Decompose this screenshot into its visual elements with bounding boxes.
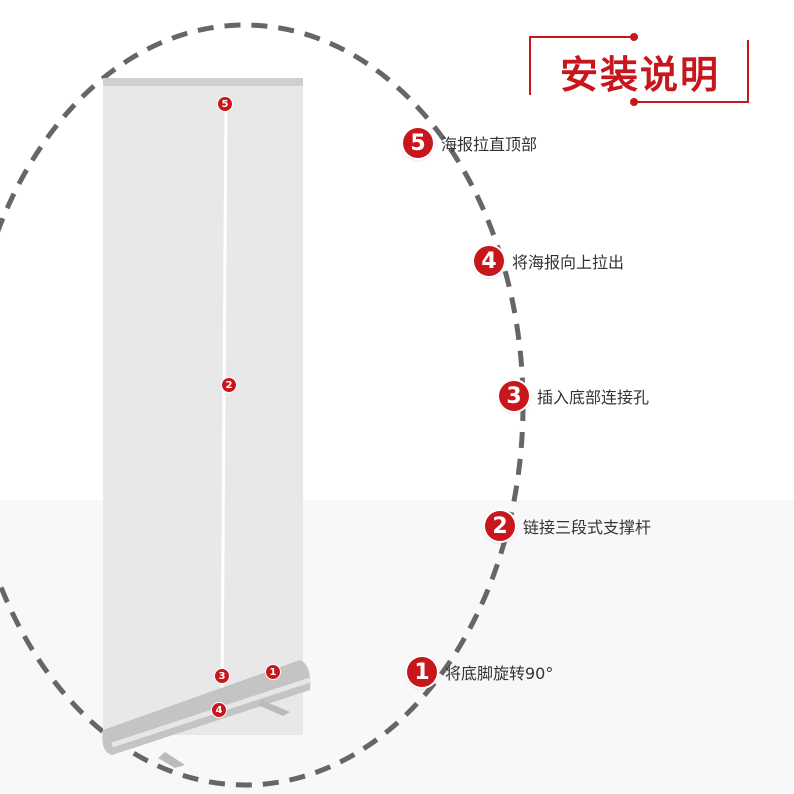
marker-4: 4 (211, 702, 227, 718)
step-text: 将底脚旋转90° (445, 664, 554, 683)
step-4: 4 将海报向上拉出 (474, 246, 624, 276)
step-5: 5 海报拉直顶部 (403, 128, 537, 158)
step-3: 3 插入底部连接孔 (499, 381, 649, 411)
step-number: 1 (407, 657, 437, 687)
step-text: 将海报向上拉出 (512, 253, 625, 272)
marker-3: 3 (214, 668, 230, 684)
step-text: 海报拉直顶部 (441, 135, 538, 154)
step-number: 5 (403, 128, 433, 158)
title-frame (529, 33, 749, 106)
step-text: 链接三段式支撑杆 (523, 518, 652, 537)
step-2: 2 链接三段式支撑杆 (485, 511, 651, 541)
step-number: 3 (499, 381, 529, 411)
page-title: 安装说明 (559, 52, 720, 97)
step-text: 插入底部连接孔 (537, 388, 650, 407)
marker-1: 1 (265, 664, 281, 680)
roll-up-banner (102, 78, 311, 768)
step-1: 1 将底脚旋转90° (407, 657, 553, 687)
step-number: 2 (485, 511, 515, 541)
marker-5: 5 (217, 96, 233, 112)
step-number: 4 (474, 246, 504, 276)
marker-2: 2 (221, 377, 237, 393)
